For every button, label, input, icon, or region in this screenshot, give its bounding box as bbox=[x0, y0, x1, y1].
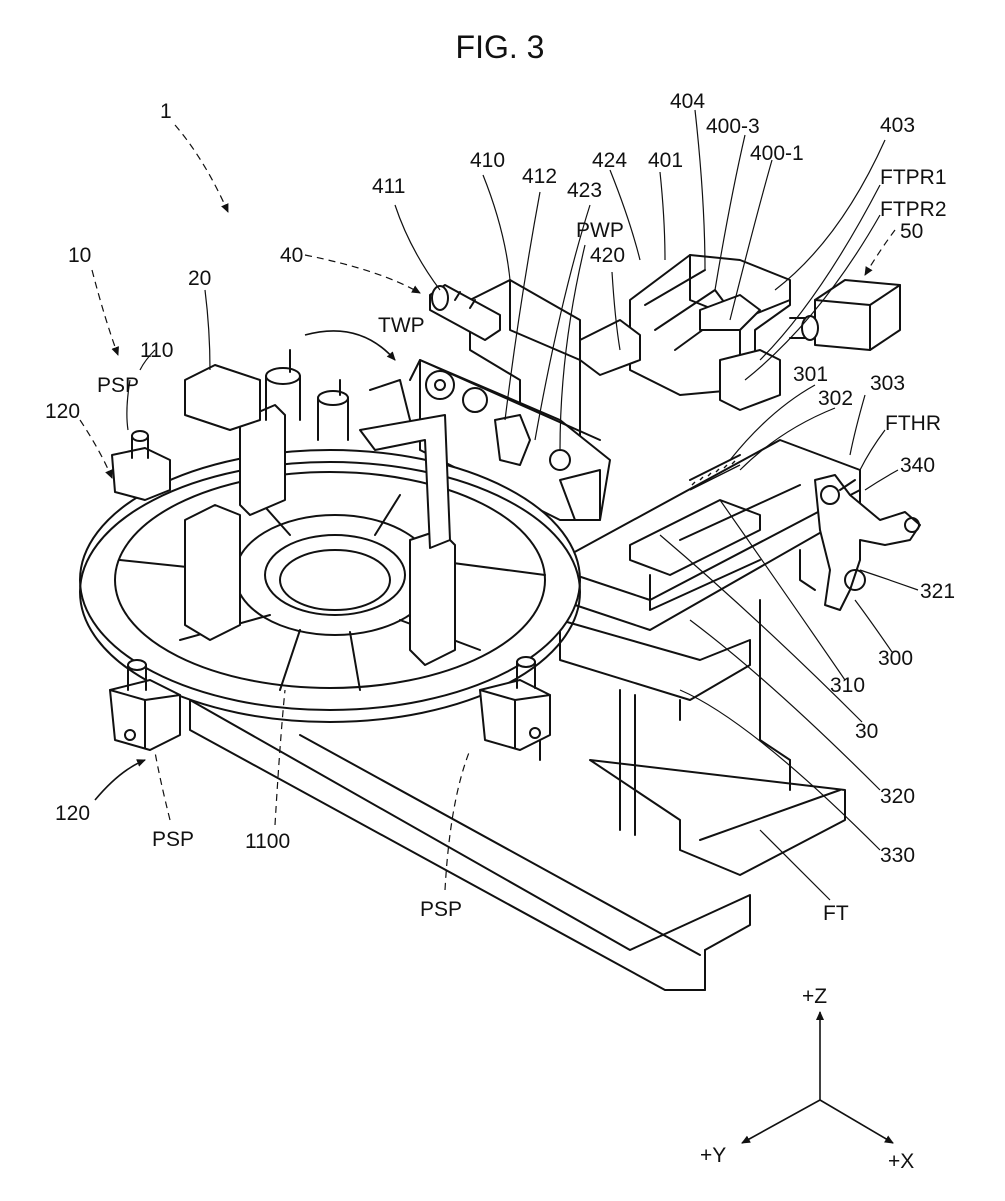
label-fthr: FTHR bbox=[885, 412, 941, 435]
label-110: 110 bbox=[140, 339, 173, 362]
label-401: 401 bbox=[648, 149, 683, 172]
label-400-1: 400-1 bbox=[750, 142, 804, 165]
label-400-3: 400-3 bbox=[706, 115, 760, 138]
axis-y-label: +Y bbox=[700, 1144, 726, 1167]
label-120-back: 120 bbox=[45, 400, 80, 423]
axis-z-label: +Z bbox=[802, 985, 827, 1008]
figure-title: FIG. 3 bbox=[456, 29, 545, 65]
label-30: 30 bbox=[855, 720, 878, 743]
label-302: 302 bbox=[818, 387, 853, 410]
label-psp-left: PSP bbox=[152, 828, 194, 851]
label-411: 411 bbox=[372, 175, 405, 198]
label-psp-front: PSP bbox=[420, 898, 462, 921]
label-403: 403 bbox=[880, 114, 915, 137]
label-ft: FT bbox=[823, 902, 849, 925]
label-50: 50 bbox=[900, 220, 923, 243]
label-423: 423 bbox=[567, 179, 602, 202]
label-300: 300 bbox=[878, 647, 913, 670]
label-310: 310 bbox=[830, 674, 865, 697]
label-ftpr1: FTPR1 bbox=[880, 166, 947, 189]
label-301: 301 bbox=[793, 363, 828, 386]
y-axis-arrow bbox=[742, 1100, 820, 1143]
label-424: 424 bbox=[592, 149, 627, 172]
label-420: 420 bbox=[590, 244, 625, 267]
label-340: 340 bbox=[900, 454, 935, 477]
label-pwp: PWP bbox=[576, 219, 624, 242]
label-321: 321 bbox=[920, 580, 955, 603]
label-120-front: 120 bbox=[55, 802, 90, 825]
clamp-block-120-back bbox=[112, 431, 170, 500]
label-ftpr2: FTPR2 bbox=[880, 198, 947, 221]
label-10: 10 bbox=[68, 244, 91, 267]
label-20: 20 bbox=[188, 267, 211, 290]
axis-triad: +Z +Y +X bbox=[700, 985, 914, 1173]
x-axis-arrow bbox=[820, 1100, 893, 1143]
label-1100: 1100 bbox=[245, 830, 290, 853]
label-twp: TWP bbox=[378, 314, 425, 337]
label-404: 404 bbox=[670, 90, 705, 113]
label-330: 330 bbox=[880, 844, 915, 867]
label-320: 320 bbox=[880, 785, 915, 808]
label-1: 1 bbox=[160, 100, 172, 123]
label-412: 412 bbox=[522, 165, 557, 188]
label-psp-back: PSP bbox=[97, 374, 139, 397]
axis-x-label: +X bbox=[888, 1150, 914, 1173]
label-303: 303 bbox=[870, 372, 905, 395]
label-40: 40 bbox=[280, 244, 303, 267]
block-50 bbox=[790, 280, 900, 350]
label-410: 410 bbox=[470, 149, 505, 172]
